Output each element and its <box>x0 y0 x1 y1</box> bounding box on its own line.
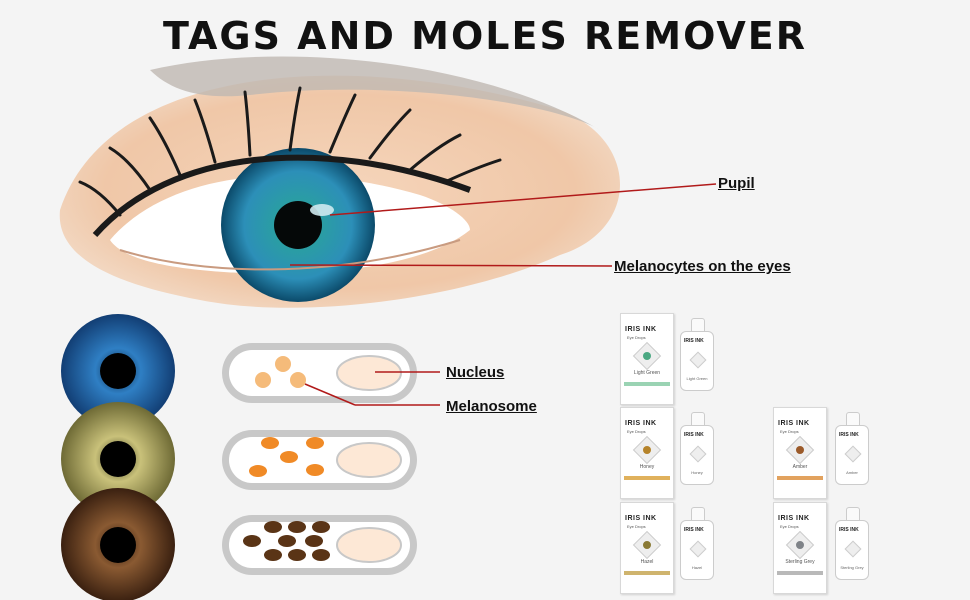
bottle-brand: IRIS INK <box>684 432 704 438</box>
product-box: IRIS INK Eye Drops Light Green <box>620 313 674 405</box>
product-name: Hazel <box>640 559 654 565</box>
eye-icon <box>689 445 707 463</box>
product-name: Sterling Grey <box>785 559 815 565</box>
product-subtitle: Eye Drops <box>627 429 646 434</box>
bottle-name: Light Green <box>686 376 708 381</box>
product-brand: IRIS INK <box>625 326 657 333</box>
pupil-leader-line <box>329 183 717 216</box>
product-bottle: IRIS INK Hazel <box>680 507 714 580</box>
product-box: IRIS INK Eye Drops Honey <box>620 407 674 499</box>
product-subtitle: Eye Drops <box>627 524 646 529</box>
color-band <box>624 382 670 386</box>
product-brand: IRIS INK <box>625 515 657 522</box>
product-box: IRIS INK Eye Drops Hazel <box>620 502 674 594</box>
eyebrow <box>150 56 600 130</box>
melanocytes-leader-line <box>289 264 613 267</box>
cell-light <box>222 343 417 403</box>
product-subtitle: Eye Drops <box>780 429 799 434</box>
product-bottle: IRIS INK Sterling Grey <box>835 507 869 580</box>
product-box: IRIS INK Eye Drops Amber <box>773 407 827 499</box>
eye-icon <box>785 530 815 560</box>
eye-icon <box>632 435 662 465</box>
label-pupil: Pupil <box>718 175 755 192</box>
label-nucleus: Nucleus <box>446 364 505 381</box>
main-eye <box>59 56 620 308</box>
bottle-name: Sterling Grey <box>840 565 864 570</box>
bottle-name: Honey <box>691 470 703 475</box>
cell-orange <box>222 430 417 490</box>
product-brand: IRIS INK <box>778 515 810 522</box>
bottle-brand: IRIS INK <box>684 338 704 344</box>
iris-blue <box>61 314 175 428</box>
lower-lid <box>119 239 461 271</box>
product-name: Light Green <box>633 370 661 376</box>
upper-lash-line <box>92 154 472 237</box>
bottle-name: Hazel <box>691 565 703 570</box>
product-bottle: IRIS INK Amber <box>835 412 869 485</box>
product-bottle: IRIS INK Light Green <box>680 318 714 391</box>
eye-icon <box>689 540 707 558</box>
product-brand: IRIS INK <box>778 420 810 427</box>
bottle-name: Amber <box>846 470 858 475</box>
eye-icon <box>785 435 815 465</box>
bottle-brand: IRIS INK <box>839 432 859 438</box>
melanosome-leader-line-a <box>304 383 356 406</box>
eye-highlight <box>310 204 334 216</box>
eye-icon <box>844 445 862 463</box>
eye-icon <box>689 351 707 369</box>
cell-brown <box>222 515 417 575</box>
product-name: Amber <box>792 464 808 470</box>
iris-brown <box>61 488 175 600</box>
bottle-brand: IRIS INK <box>684 527 704 533</box>
product-subtitle: Eye Drops <box>627 335 646 340</box>
eye-icon <box>632 530 662 560</box>
pupil <box>274 201 322 249</box>
eyelashes <box>78 86 502 217</box>
product-name: Honey <box>639 464 655 470</box>
product-brand: IRIS INK <box>625 420 657 427</box>
label-melanocytes: Melanocytes on the eyes <box>614 258 791 275</box>
page-title: TAGS AND MOLES REMOVER <box>163 14 807 58</box>
color-band <box>777 571 823 575</box>
eye-icon <box>632 341 662 371</box>
color-band <box>624 571 670 575</box>
eye-icon <box>844 540 862 558</box>
label-melanosome: Melanosome <box>446 398 537 415</box>
product-subtitle: Eye Drops <box>780 524 799 529</box>
iris-green <box>61 402 175 516</box>
product-box: IRIS INK Eye Drops Sterling Grey <box>773 502 827 594</box>
color-band <box>777 476 823 480</box>
bottle-brand: IRIS INK <box>839 527 859 533</box>
product-bottle: IRIS INK Honey <box>680 412 714 485</box>
color-band <box>624 476 670 480</box>
